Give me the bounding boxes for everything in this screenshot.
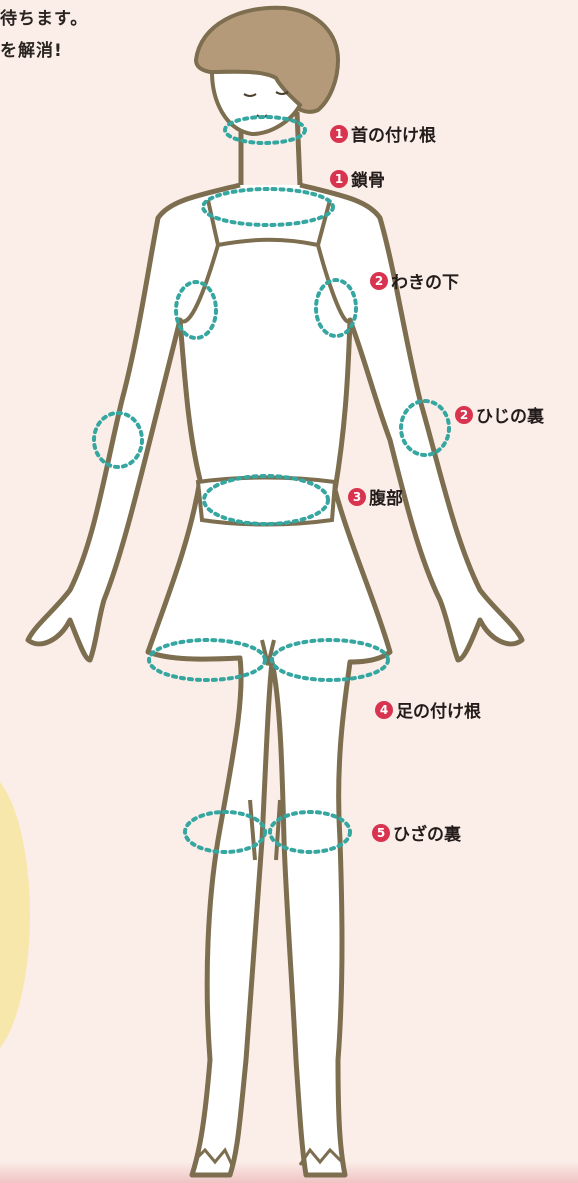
badge-number: 1 bbox=[330, 125, 348, 143]
badge-number: 2 bbox=[370, 272, 388, 290]
label-text: 首の付け根 bbox=[351, 121, 436, 146]
label-armpit: 2 わきの下 bbox=[370, 268, 459, 293]
label-collarbone: 1 鎖骨 bbox=[330, 166, 385, 191]
label-text: 腹部 bbox=[369, 484, 403, 509]
label-text: 鎖骨 bbox=[351, 166, 385, 191]
label-text: ひざの裏 bbox=[393, 820, 461, 845]
label-knee-back: 5 ひざの裏 bbox=[372, 820, 461, 845]
badge-number: 3 bbox=[348, 488, 366, 506]
label-text: わきの下 bbox=[391, 268, 459, 293]
badge-number: 2 bbox=[455, 406, 473, 424]
label-groin: 4 足の付け根 bbox=[375, 697, 481, 722]
badge-number: 5 bbox=[372, 824, 390, 842]
badge-number: 4 bbox=[375, 701, 393, 719]
label-text: ひじの裏 bbox=[476, 402, 544, 427]
label-neck-base: 1 首の付け根 bbox=[330, 121, 436, 146]
badge-number: 1 bbox=[330, 170, 348, 188]
label-elbow-back: 2 ひじの裏 bbox=[455, 402, 544, 427]
label-abdomen: 3 腹部 bbox=[348, 484, 403, 509]
body-outline bbox=[28, 185, 522, 1175]
label-text: 足の付け根 bbox=[396, 697, 481, 722]
